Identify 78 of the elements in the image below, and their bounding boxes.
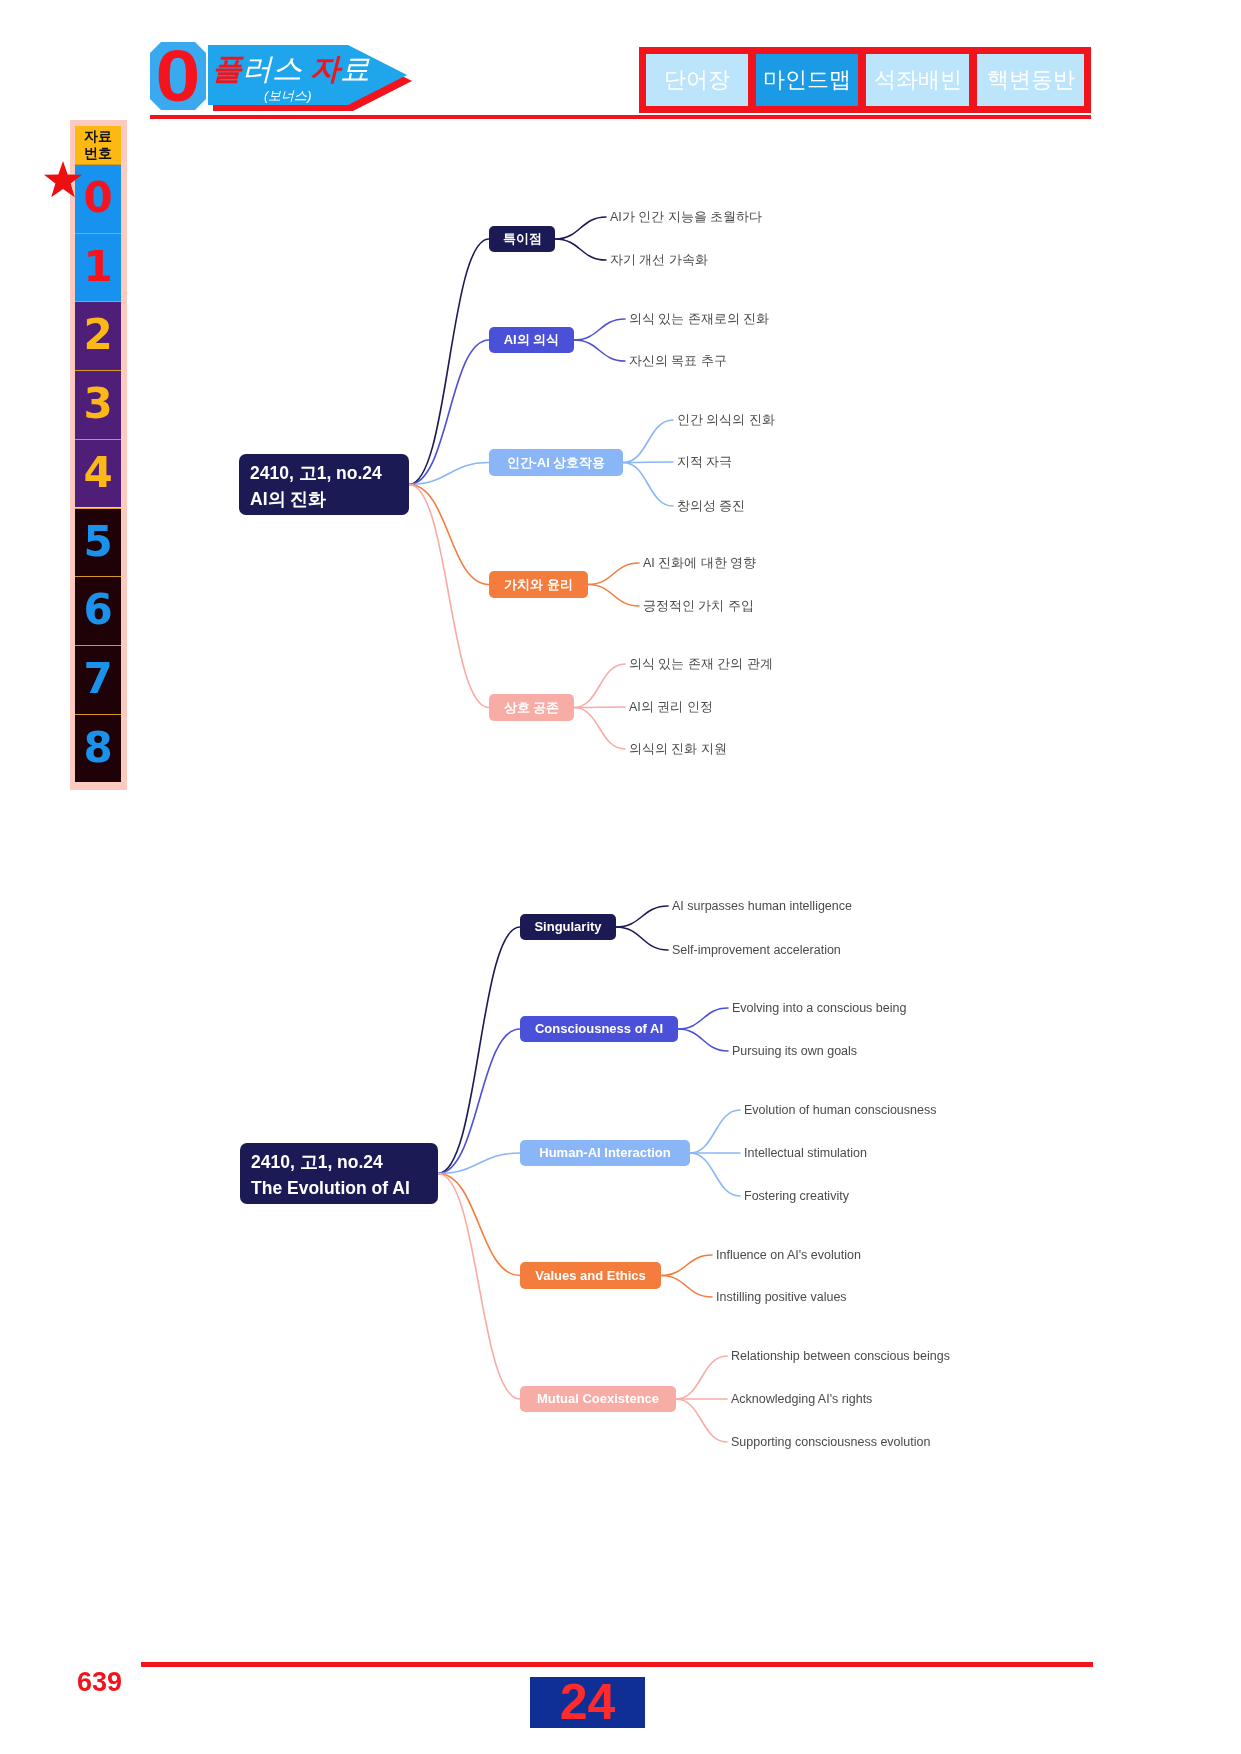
number-cell: 3 [75,370,121,439]
topic-text: Instilling positive values [716,1288,847,1306]
tab: 핵변동반 [977,54,1084,106]
topic-text: Evolution of human consciousness [744,1101,937,1119]
connector-line [554,238,607,261]
topic-text: 자기 개선 가속화 [610,251,708,269]
branch-box: 상호 공존 [489,694,574,721]
topic-text: Evolving into a conscious being [732,999,907,1017]
label-cell: 자료 번호 [75,126,121,164]
tab: 마인드맵 [756,54,858,106]
topic-text: 지적 자극 [677,453,733,471]
connector-line [587,583,640,607]
root-box [239,454,409,515]
root-box [240,1143,438,1204]
topic-text: Fostering creativity [744,1187,849,1205]
topic-text: 긍정적인 가치 주입 [643,597,754,615]
tab: 단어장 [646,54,748,106]
topic-text: Relationship between conscious beings [731,1347,950,1365]
connector-line [573,339,626,362]
connector-line [622,419,674,464]
connector-line [660,1274,713,1298]
branch-box: Singularity [520,914,616,940]
page-box: 24 [530,1677,645,1728]
topic-text: Pursuing its own goals [732,1042,858,1060]
branch-box: Human-AI Interaction [520,1140,690,1166]
connector-line [437,926,521,1175]
tab: 석좌배빈 [866,54,969,106]
topic-text: Self-improvement acceleration [672,941,841,959]
topic-text: Influence on AI's evolution [716,1246,861,1264]
root-heading: 2410, 고1, no.24 [250,462,383,485]
connector-line [573,663,626,709]
topic-text: Intellectual stimulation [744,1144,867,1162]
branch-box: 특이점 [489,226,555,252]
number-cell: 2 [75,301,121,371]
root-heading: 2410, 고1, no.24 [251,1151,384,1174]
connector-line [437,1028,521,1175]
branch-box: Values and Ethics [520,1262,661,1289]
connector-line [622,461,674,507]
connector-line [677,1028,729,1052]
number-cell: 0 [75,164,121,233]
branch-box: Mutual Coexistence [520,1386,676,1412]
topic-text: 자신의 목표 추구 [629,352,727,370]
banner-arrow [206,43,414,113]
banner-subtitle: (보너스) [264,88,312,103]
number-cell: 4 [75,438,121,508]
topic-text: 의식의 진화 지원 [629,740,727,758]
topic-text: AI 진화에 대한 영향 [643,554,757,572]
banner-title: 플러스 자료 [212,52,371,86]
number-cell: 5 [75,507,121,577]
root-title: AI의 진화 [250,488,328,511]
number-cell: 1 [75,232,121,302]
topic-text: 의식 있는 존재로의 진화 [629,310,770,328]
connector-line [689,1152,741,1197]
topic-text: 인간 의식의 진화 [677,411,775,429]
connector-line [408,483,490,709]
branch-box: 가치와 윤리 [489,571,588,598]
connector-line [615,926,669,951]
topic-text: Supporting consciousness evolution [731,1433,931,1451]
topic-text: AI surpasses human intelligence [672,897,852,915]
page-number: 639 [77,1667,123,1697]
topic-text: 의식 있는 존재 간의 관계 [629,655,773,673]
number-cell: 7 [75,644,121,714]
topic-text: 창의성 증진 [677,497,746,515]
number-cell: 8 [75,713,121,783]
number-cell: 6 [75,576,121,645]
topic-text: AI가 인간 지능을 초월하다 [610,208,763,226]
connector-line [675,1398,728,1443]
topic-text: AI의 권리 인정 [629,698,713,716]
connector-line [437,1172,521,1400]
number-badge: 0 [150,42,206,110]
connector-line [573,706,626,750]
topic-text: Acknowledging AI's rights [731,1390,873,1408]
root-title: The Evolution of AI [251,1177,411,1200]
branch-box: Consciousness of AI [520,1016,678,1042]
connector-line [408,339,490,486]
branch-box: 인간-AI 상호작용 [489,449,623,476]
connector-line [408,238,490,486]
branch-box: AI의 의식 [489,327,574,353]
